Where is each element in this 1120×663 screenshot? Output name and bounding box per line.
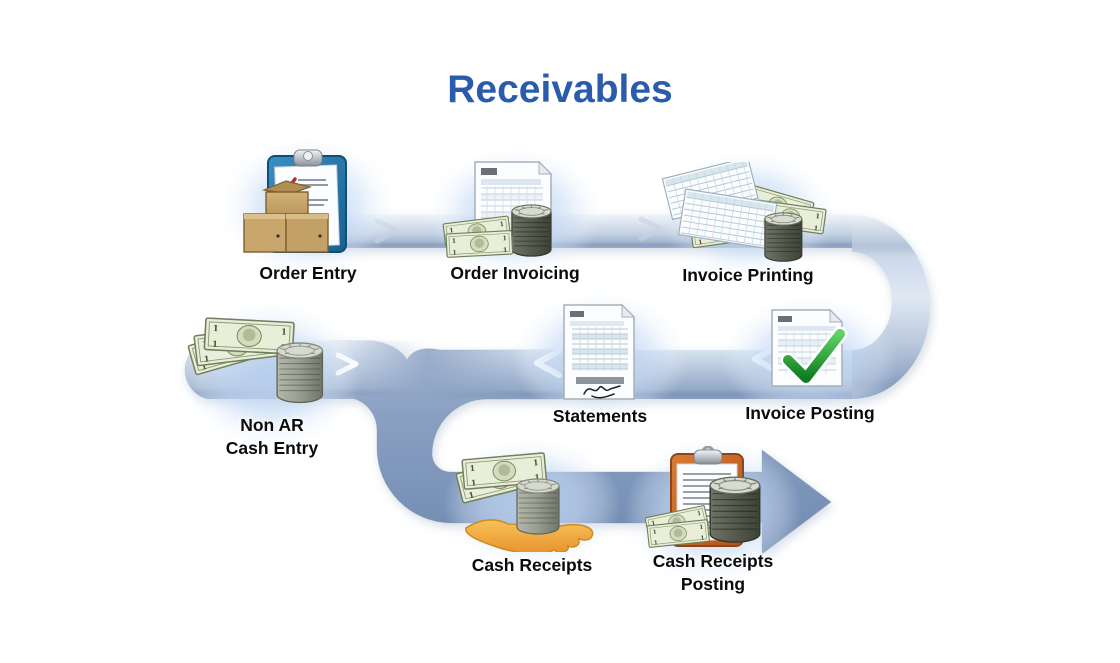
clipboard-money-icon xyxy=(644,446,761,548)
page-title: Receivables xyxy=(447,68,673,111)
node-label: Invoice Printing xyxy=(682,265,814,285)
cash-money-icon xyxy=(187,317,324,404)
node-label: Non AR Cash Entry xyxy=(225,415,319,458)
statement-document-icon xyxy=(563,303,636,400)
node-label: Cash Receipts xyxy=(471,555,593,575)
printed-invoices-money-icon xyxy=(661,162,827,262)
node-non-ar-cash-entry: Non AR Cash Entry xyxy=(172,290,372,476)
node-invoice-posting: Invoice Posting xyxy=(710,288,910,441)
node-label: Cash Receipts Posting xyxy=(652,551,774,594)
node-order-entry: Order Entry xyxy=(208,128,408,301)
node-cash-receipts-posting: Cash Receipts Posting xyxy=(613,426,813,612)
node-label: Order Invoicing xyxy=(450,263,580,283)
node-order-invoicing: Order Invoicing xyxy=(415,138,615,301)
cash-in-hand-icon xyxy=(455,452,594,552)
node-invoice-printing: Invoice Printing xyxy=(648,142,848,303)
node-label: Invoice Posting xyxy=(745,403,875,423)
node-cash-receipts: Cash Receipts xyxy=(432,428,632,593)
node-statements: Statements xyxy=(500,283,700,444)
document-checkmark-icon xyxy=(771,308,848,387)
invoice-document-money-icon xyxy=(442,160,553,258)
clipboard-checklist-boxes-icon xyxy=(243,149,347,253)
node-label: Order Entry xyxy=(259,263,357,283)
node-label: Statements xyxy=(552,406,648,426)
